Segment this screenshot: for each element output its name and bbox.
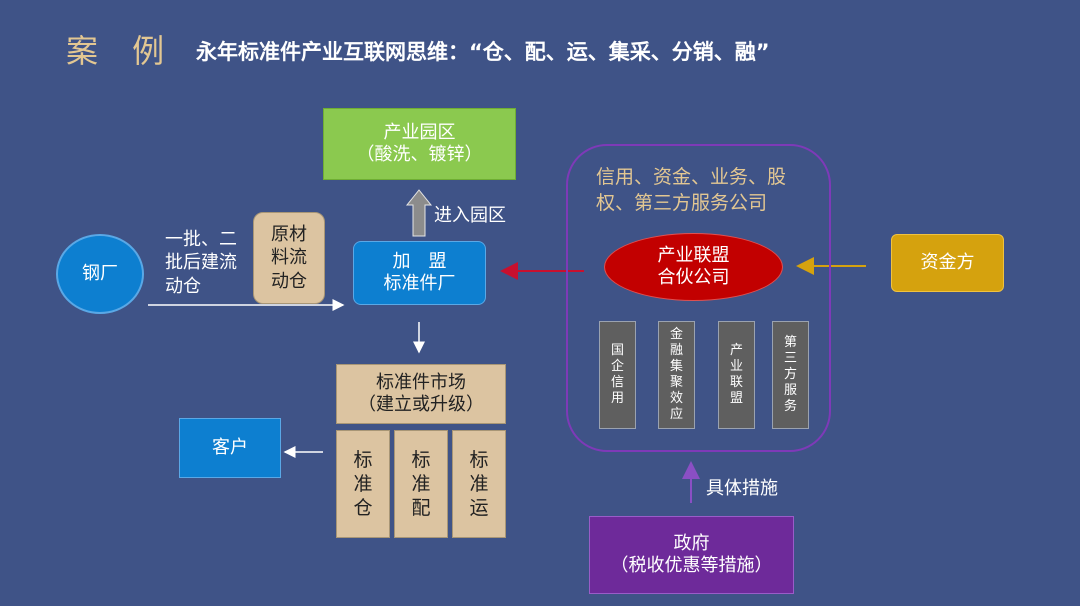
measures-label: 具体措施 bbox=[706, 478, 778, 499]
hollow-up-arrow bbox=[405, 189, 433, 237]
market-line1: 标准件市场 bbox=[376, 371, 466, 393]
support-column-char: 业 bbox=[729, 359, 743, 375]
alliance-ellipse: 产业联盟 合伙公司 bbox=[604, 233, 783, 301]
support-column-char: 方 bbox=[783, 367, 797, 383]
franchise-line2: 标准件厂 bbox=[383, 273, 456, 294]
government-line1: 政府 bbox=[673, 532, 710, 554]
std-column-distribution: 标 准 配 bbox=[394, 430, 448, 538]
std-column-char: 标 bbox=[469, 448, 489, 471]
raw-material-line1: 原材 bbox=[271, 223, 307, 245]
heading-title: 永年标准件产业互联网思维：“仓、配、运、集采、分销、融” bbox=[196, 40, 770, 64]
customer-box: 客户 bbox=[179, 418, 281, 478]
support-column-char: 应 bbox=[669, 406, 683, 422]
support-column-char: 企 bbox=[610, 359, 624, 375]
support-column-char: 信 bbox=[610, 375, 624, 390]
support-column-alliance: 产 业 联 盟 bbox=[718, 321, 755, 429]
services-line2: 权、第三方服务公司 bbox=[596, 191, 768, 214]
batch-text-line2: 批后建流 bbox=[165, 252, 237, 274]
support-column-char: 国 bbox=[610, 343, 624, 359]
support-column-char: 务 bbox=[783, 398, 797, 414]
std-column-transport: 标 准 运 bbox=[452, 430, 506, 538]
std-column-char: 准 bbox=[469, 472, 489, 495]
services-text: 信用、资金、业务、股 权、第三方服务公司 bbox=[596, 165, 786, 216]
std-column-char: 配 bbox=[411, 497, 431, 520]
support-column-char: 集 bbox=[669, 359, 683, 375]
support-column-char: 联 bbox=[729, 375, 743, 390]
raw-material-line2: 料流 bbox=[271, 247, 307, 269]
support-column-char: 第 bbox=[783, 335, 797, 351]
heading-case: 案 例 bbox=[66, 32, 177, 70]
funder-box: 资金方 bbox=[891, 234, 1004, 292]
government-box: 政府 （税收优惠等措施） bbox=[589, 516, 794, 594]
market-line2: （建立或升级） bbox=[358, 394, 484, 415]
std-column-char: 准 bbox=[411, 472, 431, 495]
franchise-line1: 加 盟 bbox=[392, 250, 447, 272]
support-column-third-party: 第 三 方 服 务 bbox=[772, 321, 809, 429]
support-column-char: 盟 bbox=[729, 390, 743, 406]
services-frame bbox=[566, 144, 831, 452]
industry-park-box: 产业园区 （酸洗、镀锌） bbox=[323, 108, 516, 180]
franchise-box: 加 盟 标准件厂 bbox=[353, 241, 486, 305]
market-box: 标准件市场 （建立或升级） bbox=[336, 364, 506, 424]
support-column-char: 服 bbox=[783, 382, 797, 398]
std-column-char: 标 bbox=[411, 448, 431, 471]
enter-park-label: 进入园区 bbox=[434, 205, 506, 226]
std-column-char: 准 bbox=[353, 472, 373, 495]
government-line2: （税收优惠等措施） bbox=[610, 555, 773, 576]
std-column-warehouse: 标 准 仓 bbox=[336, 430, 390, 538]
support-column-char: 金 bbox=[669, 327, 683, 343]
steel-mill-circle: 钢厂 bbox=[56, 234, 144, 314]
batch-text: 一批、二 批后建流 动仓 bbox=[165, 228, 237, 298]
steel-mill-label: 钢厂 bbox=[82, 262, 118, 284]
batch-text-line3: 动仓 bbox=[165, 275, 201, 297]
support-column-finance: 金 融 集 聚 效 应 bbox=[658, 321, 695, 429]
customer-label: 客户 bbox=[212, 436, 248, 458]
std-column-char: 运 bbox=[469, 497, 489, 520]
std-column-char: 仓 bbox=[353, 497, 373, 520]
funder-label: 资金方 bbox=[920, 251, 975, 273]
std-column-char: 标 bbox=[353, 448, 373, 471]
industry-park-line1: 产业园区 bbox=[383, 121, 456, 143]
support-column-char: 效 bbox=[669, 390, 683, 406]
alliance-line2: 合伙公司 bbox=[657, 267, 730, 288]
services-line1: 信用、资金、业务、股 bbox=[596, 166, 787, 188]
support-column-char: 用 bbox=[610, 390, 624, 406]
support-column-soe-credit: 国 企 信 用 bbox=[599, 321, 636, 429]
support-column-char: 聚 bbox=[669, 375, 683, 390]
support-column-char: 产 bbox=[729, 343, 743, 359]
alliance-line1: 产业联盟 bbox=[657, 244, 730, 266]
batch-text-line1: 一批、二 bbox=[165, 229, 237, 250]
raw-material-line3: 动仓 bbox=[271, 270, 307, 292]
support-column-char: 三 bbox=[783, 351, 797, 367]
support-column-char: 融 bbox=[669, 343, 683, 359]
industry-park-line2: （酸洗、镀锌） bbox=[356, 144, 483, 165]
raw-material-box: 原材 料流 动仓 bbox=[253, 212, 325, 304]
